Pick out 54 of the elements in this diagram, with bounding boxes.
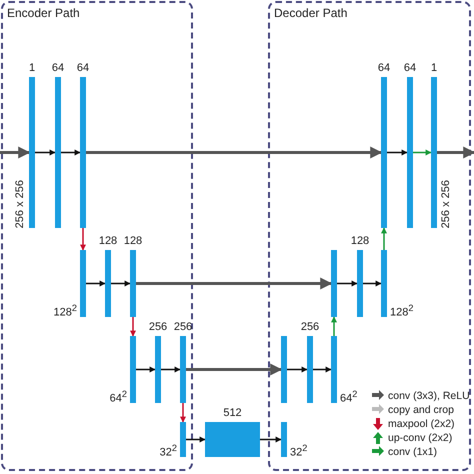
arrow	[161, 366, 181, 372]
group-title: Decoder Path	[274, 7, 348, 19]
size-label: 32$^{2}$	[160, 442, 177, 459]
channel-count: 512	[223, 407, 242, 419]
size-label: 128$^{2}$	[390, 302, 414, 319]
size-label: 256 x 256	[440, 180, 452, 228]
group-title: Encoder Path	[7, 7, 80, 19]
arrow	[437, 146, 474, 158]
arrow	[0, 146, 30, 158]
arrow	[61, 150, 81, 156]
legend-text: conv (1x1)	[388, 446, 438, 459]
arrow	[287, 366, 308, 372]
arrow	[80, 228, 86, 251]
size-label: 32$^{2}$	[290, 442, 308, 459]
arrow	[331, 316, 337, 336]
arrow	[186, 436, 206, 442]
arrow	[387, 150, 408, 156]
channel-count: 128	[350, 235, 370, 247]
arrow	[381, 227, 387, 250]
size-label: 128$^{2}$	[54, 302, 77, 319]
channel-count: 64	[378, 62, 390, 74]
size-label: 64$^{2}$	[110, 388, 127, 405]
size-label: 64$^{2}$	[340, 388, 358, 405]
arrow	[136, 366, 156, 372]
dashed-group-frame	[1, 1, 193, 471]
arrow	[111, 280, 131, 286]
channel-count: 64	[76, 62, 90, 74]
arrow	[130, 317, 136, 337]
size-label: 256 x 256	[14, 180, 26, 228]
dashed-group-frame	[268, 1, 471, 471]
arrow	[180, 403, 186, 423]
arrow	[260, 436, 282, 442]
arrow	[136, 278, 332, 290]
legend-text: copy and crop	[388, 404, 454, 417]
arrow	[186, 364, 282, 376]
channel-count: 256	[300, 321, 320, 333]
channel-count: 64	[404, 62, 416, 74]
arrow	[363, 280, 382, 286]
channel-count: 1	[430, 62, 438, 74]
arrow	[86, 280, 106, 286]
arrow	[313, 366, 332, 372]
legend-text: conv (3x3), ReLU	[388, 390, 470, 403]
arrow	[86, 146, 382, 158]
channel-count: 256	[174, 321, 192, 333]
arrow	[337, 280, 358, 286]
legend-text: up-conv (2x2)	[388, 432, 452, 445]
channel-count: 256	[148, 321, 168, 333]
arrow	[35, 150, 56, 156]
arrow	[413, 150, 432, 156]
channel-count: 128	[98, 235, 118, 247]
legend-text: maxpool (2x2)	[388, 418, 455, 431]
channel-count: 1	[28, 62, 36, 74]
channel-count: 64	[52, 62, 64, 74]
channel-count: 128	[124, 235, 142, 247]
